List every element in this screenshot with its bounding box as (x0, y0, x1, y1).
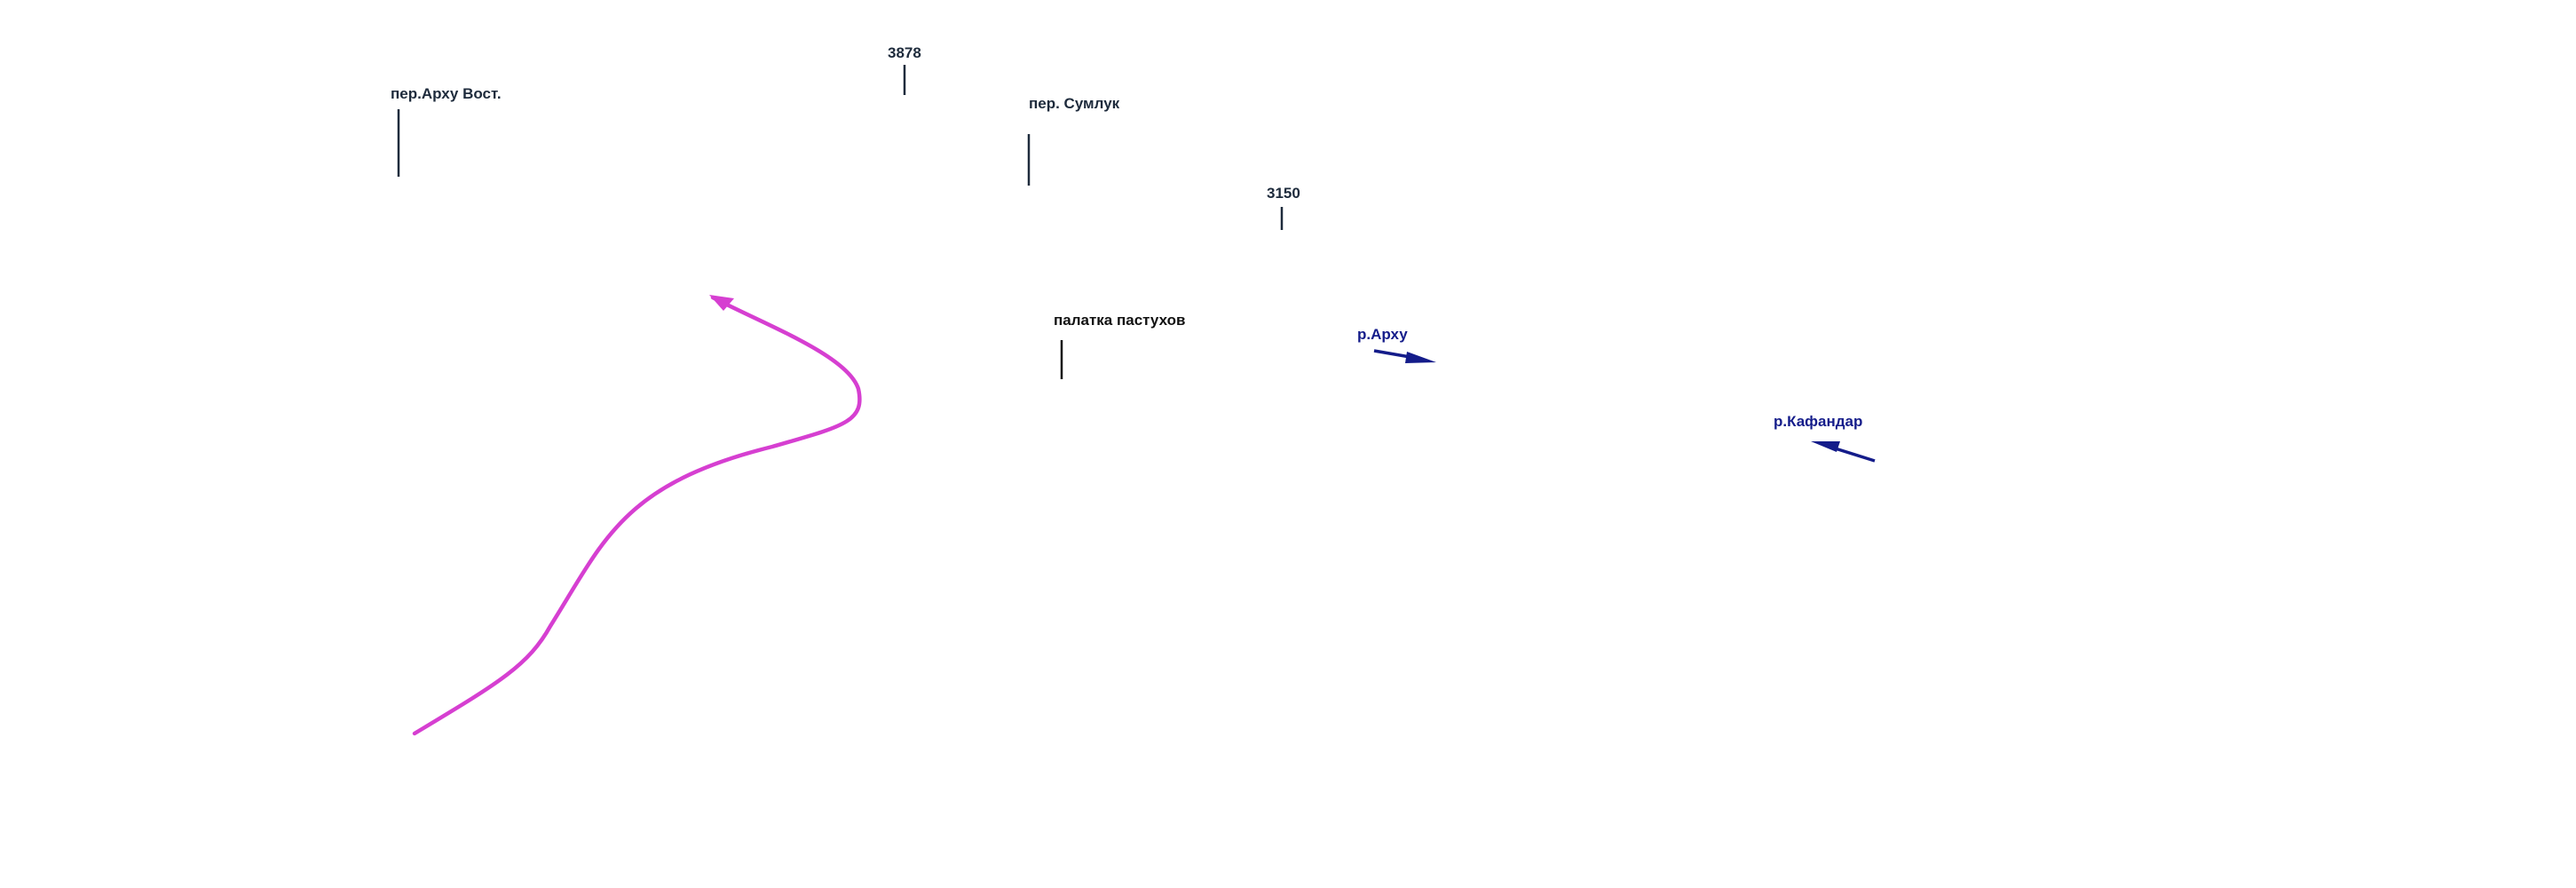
route-track (412, 295, 862, 736)
river-arkhu-arrow-icon (1405, 352, 1436, 363)
peak-3878-label: 3878 (888, 44, 921, 61)
shepherds-tent-label: палатка пастухов (1054, 312, 1186, 329)
peak-3150-label: 3150 (1267, 185, 1300, 202)
pass-sumluk-label: пер. Сумлук (1029, 95, 1120, 112)
river-arkhu-label: р.Арху (1357, 326, 1408, 343)
pass-arkhu-vost-label: пер.Арху Вост. (391, 85, 502, 102)
route-arrow-icon (709, 295, 734, 311)
river-kafandar-label: р.Кафандар (1774, 413, 1863, 430)
river-kafandar-arrow-icon (1811, 441, 1840, 452)
